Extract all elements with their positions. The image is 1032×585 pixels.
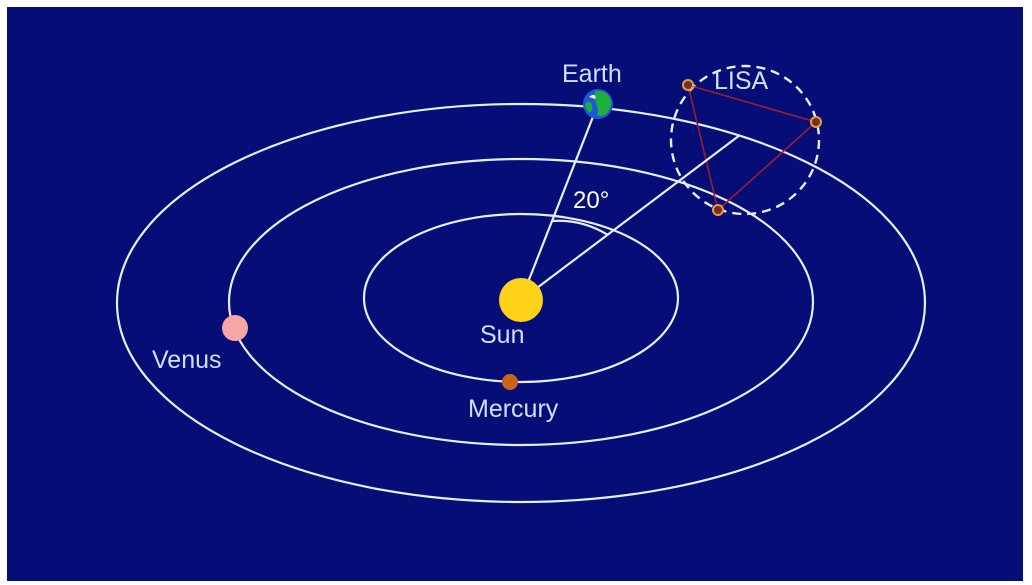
orbits: [115, 102, 927, 504]
sun-earth-line: [519, 103, 600, 301]
mercury-label: Mercury: [468, 395, 559, 423]
earth-cloud: [589, 94, 596, 99]
lisa-spacecraft: [682, 79, 694, 91]
diagram-canvas: 20° Sun Venus Mercury Earth LISA: [7, 7, 1023, 581]
mercury-orbit: [362, 212, 680, 384]
earth-orbit: [115, 102, 927, 504]
earth: [583, 89, 613, 119]
earth-landmass: [585, 101, 593, 113]
sun-label: Sun: [480, 321, 524, 349]
lisa-spacecraft: [810, 116, 822, 128]
lisa-orbit-circle: [669, 64, 821, 216]
solar-system-diagram: 20° Sun Venus Mercury Earth LISA: [7, 7, 1023, 581]
sun-lisa-line: [520, 134, 741, 301]
lisa-constellation: [669, 64, 822, 216]
angle-label: 20°: [573, 187, 609, 214]
lisa-triangle: [686, 83, 818, 212]
lisa-spacecraft: [712, 204, 724, 216]
venus: [222, 315, 248, 341]
venus-label: Venus: [152, 346, 222, 374]
venus-orbit: [227, 157, 815, 447]
earth-landmass: [594, 90, 612, 117]
sun: [499, 278, 543, 322]
angle-arc: [551, 219, 609, 236]
lisa-label: LISA: [714, 67, 769, 95]
earth-label: Earth: [562, 60, 622, 88]
mercury: [502, 374, 518, 390]
